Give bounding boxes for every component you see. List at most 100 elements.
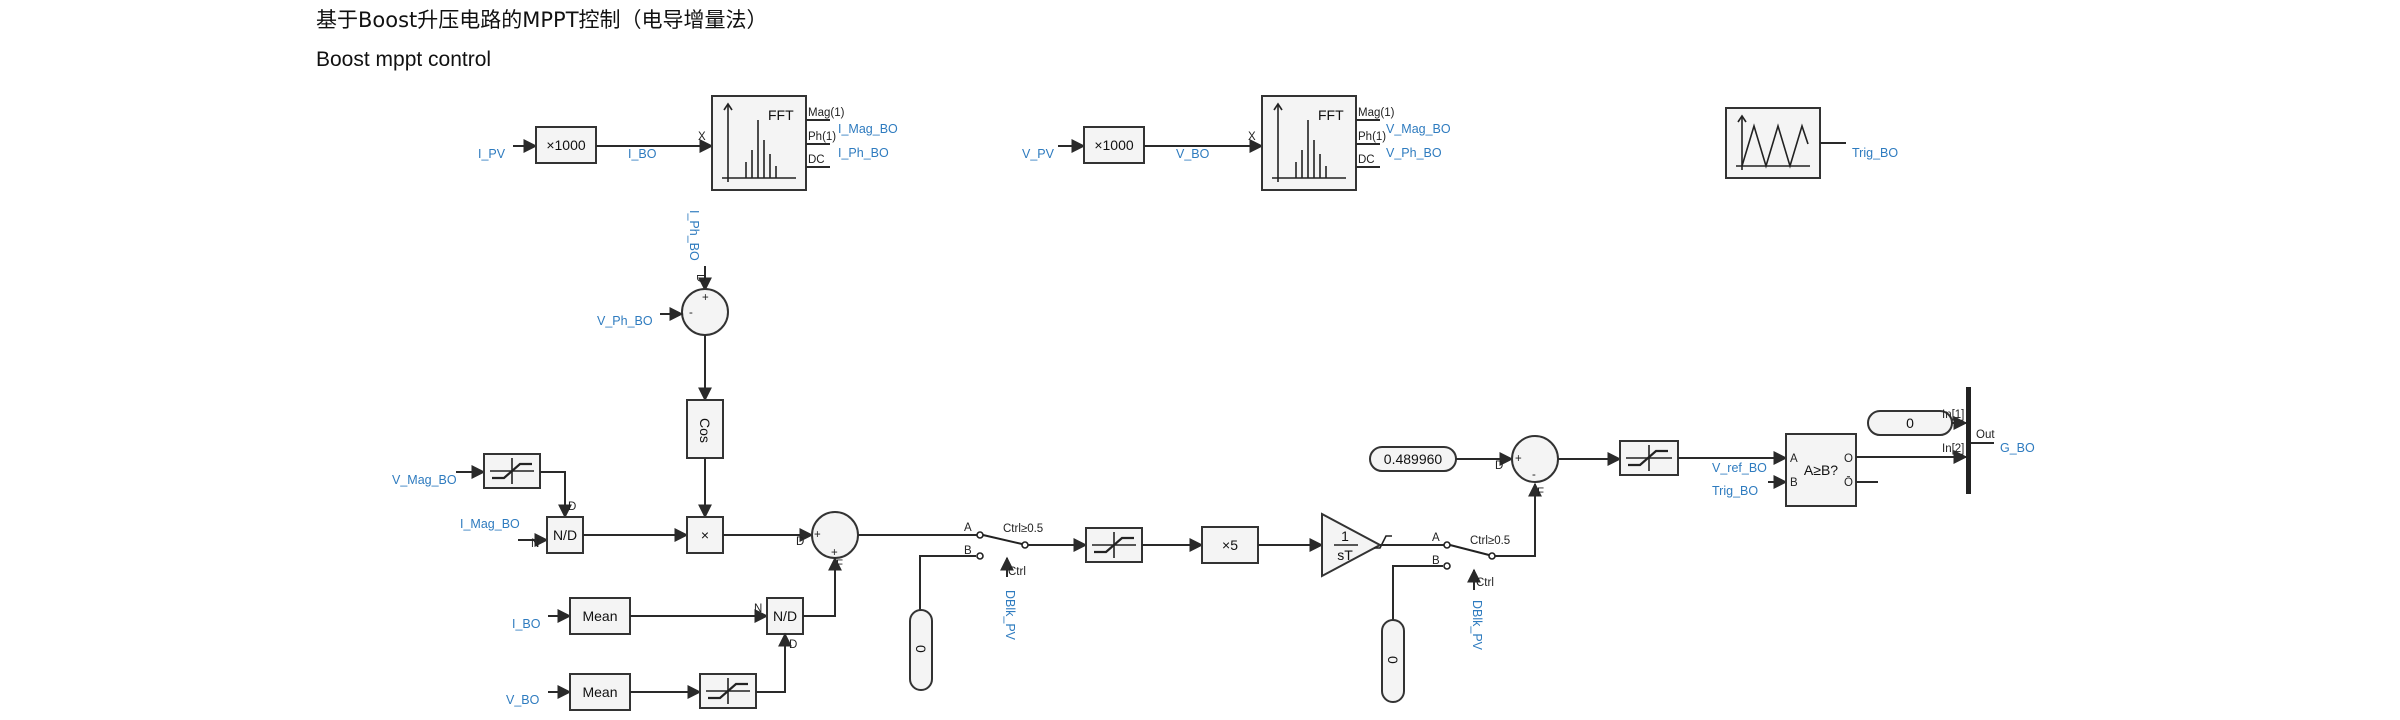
signal-trig-bo-input-label: Trig_BO xyxy=(1712,484,1758,498)
signal-v-mag-bo-input-label: V_Mag_BO xyxy=(392,473,457,487)
fft-port-dc-voltage: DC xyxy=(1358,154,1375,166)
signal-i-ph-bo-vertical-label: I_Ph_BO xyxy=(687,210,701,261)
integrator-numerator: 1 xyxy=(1341,528,1349,544)
mean-label-voltage: Mean xyxy=(582,684,617,700)
signal-i-mag-bo-input-label: I_Mag_BO xyxy=(460,517,520,531)
switch1-port-a: A xyxy=(964,522,972,534)
saturation-block-vmag[interactable] xyxy=(483,453,541,489)
reference-sum-junction[interactable]: + - xyxy=(1511,435,1559,483)
fft-block-voltage[interactable]: FFT xyxy=(1261,95,1357,191)
switch2-ctrl-label: Ctrl xyxy=(1476,577,1494,589)
sum2-port-d: D xyxy=(796,536,804,548)
signal-v-ph-bo-label: V_Ph_BO xyxy=(1386,146,1442,160)
header: 基于Boost升压电路的MPPT控制（电导增量法） Boost mppt con… xyxy=(316,4,768,76)
triangle-wave-source[interactable] xyxy=(1725,107,1821,179)
fft-port-ph: Ph(1) xyxy=(808,131,836,143)
saturation-block-vref[interactable] xyxy=(1619,440,1679,476)
incremental-conductance-junction[interactable]: + + xyxy=(811,511,859,559)
signal-dblk-pv-label-2: DBlk_PV xyxy=(1470,600,1484,651)
saturation-icon xyxy=(1092,532,1136,558)
constant-zero-label-2: 0 xyxy=(1385,656,1401,664)
constant-reference-block[interactable]: 0.489960 xyxy=(1369,446,1457,472)
rate-limiter-block[interactable] xyxy=(1085,527,1143,563)
switch2-port-b: B xyxy=(1432,555,1440,567)
fft-port-ph-voltage: Ph(1) xyxy=(1358,131,1386,143)
multiply-block[interactable]: × xyxy=(686,516,724,554)
fft-port-dc: DC xyxy=(808,154,825,166)
signal-v-ref-bo-label: V_ref_BO xyxy=(1712,461,1767,475)
signal-v-ph-bo-input-label: V_Ph_BO xyxy=(597,314,653,328)
gain-5-label: ×5 xyxy=(1222,537,1238,553)
comparator-port-obar: Ō xyxy=(1844,477,1853,489)
gain-1000-label-voltage: ×1000 xyxy=(1094,137,1134,153)
signal-dblk-pv-label-1: DBlk_PV xyxy=(1003,590,1017,641)
page-title: 基于Boost升压电路的MPPT控制（电导增量法） xyxy=(316,8,768,32)
constant-reference-value: 0.489960 xyxy=(1384,451,1443,467)
sum3-port-d: D xyxy=(1495,460,1503,472)
sum-port-d: D xyxy=(694,274,706,282)
comparator-port-a: A xyxy=(1790,453,1798,465)
limit-icon xyxy=(1374,535,1392,549)
mux-port-in1: In[1] xyxy=(1942,409,1964,421)
spectrum-icon xyxy=(722,102,796,182)
mean-label: Mean xyxy=(582,608,617,624)
signal-v-mag-bo-label: V_Mag_BO xyxy=(1386,122,1451,136)
constant-zero-block-3[interactable]: 0 xyxy=(1867,410,1953,436)
comparator-port-o: O xyxy=(1844,453,1853,465)
comparator-block[interactable]: A≥B? xyxy=(1785,433,1857,507)
sum3-port-plus: + xyxy=(1515,453,1522,465)
signal-i-bo-label: I_BO xyxy=(628,147,657,161)
gain-5-block[interactable]: ×5 xyxy=(1201,526,1259,564)
switch1-ctrl-label: Ctrl xyxy=(1008,566,1026,578)
spectrum-icon xyxy=(1272,102,1346,182)
signal-i-mag-bo-label: I_Mag_BO xyxy=(838,122,898,136)
constant-zero-label-3: 0 xyxy=(1906,415,1914,431)
sum3-port-minus: - xyxy=(1532,469,1536,481)
fft-port-mag-voltage: Mag(1) xyxy=(1358,107,1395,119)
page-subtitle: Boost mppt control xyxy=(316,48,492,71)
subtract-phase-junction[interactable]: + - xyxy=(681,288,729,336)
mean-block-current[interactable]: Mean xyxy=(569,597,631,635)
sum-port-minus: - xyxy=(689,307,693,319)
switch1-port-b: B xyxy=(964,545,972,557)
fft-label: FFT xyxy=(768,107,794,123)
sum2-port-plus-left: + xyxy=(814,529,821,541)
saturation-icon xyxy=(706,678,750,704)
fft-port-mag: Mag(1) xyxy=(808,107,845,119)
saturation-icon xyxy=(1626,445,1672,471)
nd2-port-d: D xyxy=(789,639,797,651)
mux-port-out: Out xyxy=(1976,429,1995,441)
gain-1000-label: ×1000 xyxy=(546,137,586,153)
fft-block-current[interactable]: FFT xyxy=(711,95,807,191)
fft-label-voltage: FFT xyxy=(1318,107,1344,123)
divide-block-magnitude[interactable]: N/D xyxy=(546,516,584,554)
signal-i-bo-input-label: I_BO xyxy=(512,617,541,631)
mean-block-voltage[interactable]: Mean xyxy=(569,673,631,711)
integrator-denominator: sT xyxy=(1337,547,1353,563)
constant-zero-label-1: 0 xyxy=(913,645,929,653)
sum2-port-f: F xyxy=(836,559,843,571)
nd2-port-n: N xyxy=(754,603,762,615)
comparator-port-b: B xyxy=(1790,477,1798,489)
switch-block-1[interactable] xyxy=(982,534,1029,549)
switch2-ctrl-condition: Ctrl≥0.5 xyxy=(1470,535,1510,547)
switch-block-2[interactable] xyxy=(1449,544,1496,560)
constant-zero-block-1[interactable]: 0 xyxy=(909,609,933,691)
gain-1000-block-current[interactable]: ×1000 xyxy=(535,126,597,164)
gain-1000-block-voltage[interactable]: ×1000 xyxy=(1083,126,1145,164)
signal-trig-bo-label: Trig_BO xyxy=(1852,146,1898,160)
constant-zero-block-2[interactable]: 0 xyxy=(1381,619,1405,703)
signal-v-bo-label: V_BO xyxy=(1176,147,1210,161)
signal-v-bo-input-label: V_BO xyxy=(506,693,540,707)
integrator-block[interactable]: 1 sT xyxy=(1321,512,1392,578)
saturation-block-vbo[interactable] xyxy=(699,673,757,709)
sum-port-plus: + xyxy=(702,292,709,304)
mux-block[interactable] xyxy=(1966,387,1971,494)
signal-i-ph-bo-label: I_Ph_BO xyxy=(838,146,889,160)
switch2-port-a: A xyxy=(1432,532,1440,544)
signal-v-pv-label: V_PV xyxy=(1022,147,1055,161)
cos-block[interactable]: Cos xyxy=(686,399,724,459)
divide-block-mean[interactable]: N/D xyxy=(766,597,804,635)
mux-port-in2: In[2] xyxy=(1942,443,1964,455)
